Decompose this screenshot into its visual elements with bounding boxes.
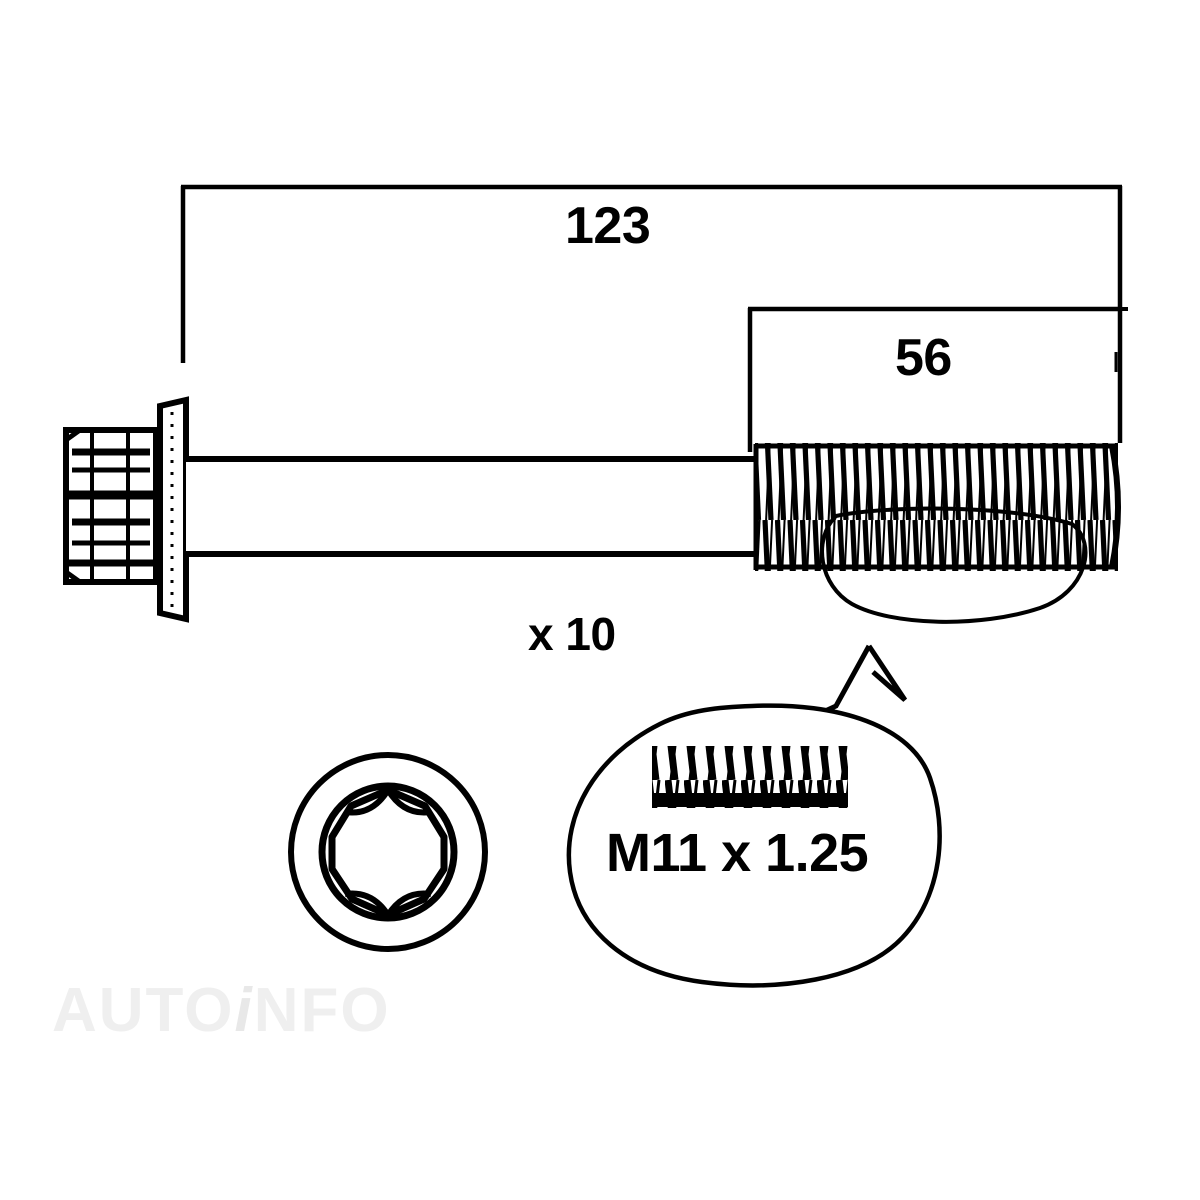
torx-head-profile [63,427,159,585]
watermark-suffix: NFO [253,976,391,1045]
thread-length-label: 56 [895,329,952,387]
quantity-label: x 10 [528,608,616,660]
dimension-thread-length [747,306,1128,545]
autoinfo-watermark: AUTOiNFO [52,975,391,1046]
thread-spec-label: M11 x 1.25 [606,823,869,883]
flange-washer [157,396,189,623]
threaded-section [753,443,1121,571]
callout-leader-line [808,644,908,721]
overall-length-label: 123 [565,197,651,255]
watermark-prefix: AUTO [52,976,235,1045]
thread-spec-callout-bubble [566,703,942,988]
dimension-overall-length [180,184,1123,443]
torx-head-end-view [288,752,488,952]
watermark-accent-i: i [234,976,254,1045]
thread-profile-graphic [652,746,848,808]
detail-magnifier-oval [820,506,1088,624]
bolt-shank [186,456,757,557]
bolt-side-view [63,396,1121,721]
